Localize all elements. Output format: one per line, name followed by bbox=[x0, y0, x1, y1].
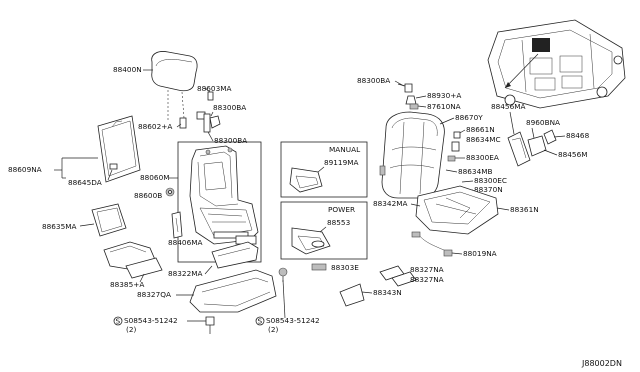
label-88635MA: 88635MA bbox=[42, 222, 77, 231]
label-bolt-right-qty: (2) bbox=[268, 325, 278, 334]
label-88468: 88468 bbox=[566, 131, 590, 140]
label-88603MA: 88603MA bbox=[197, 84, 232, 93]
small-clips-upper-right bbox=[397, 83, 419, 110]
label-88300EC: 88300EC bbox=[474, 176, 507, 185]
label-88661N: 88661N bbox=[466, 125, 495, 134]
label-88019NA: 88019NA bbox=[463, 249, 497, 258]
bolt-part-left bbox=[205, 316, 215, 334]
svg-text:S: S bbox=[258, 317, 263, 326]
svg-text:S: S bbox=[116, 317, 121, 326]
clip-88300EA bbox=[447, 155, 465, 162]
label-88600B: 88600B bbox=[134, 191, 162, 200]
seat-cushion bbox=[415, 185, 499, 235]
manual-label: MANUAL bbox=[329, 145, 361, 154]
selected-seat-marker bbox=[532, 38, 550, 52]
power-lumbar-support bbox=[291, 226, 331, 255]
label-88300BA-right: 88300BA bbox=[357, 76, 390, 85]
label-88406MA: 88406MA bbox=[168, 238, 203, 247]
label-88456MA: 88456MA bbox=[491, 102, 526, 111]
label-88303E: 88303E bbox=[331, 263, 359, 272]
seat-back-cushion bbox=[379, 111, 445, 199]
armrest-trim bbox=[507, 129, 557, 167]
label-88670Y: 88670Y bbox=[455, 113, 483, 122]
trim-88322MA bbox=[211, 241, 259, 269]
vehicle-locator-inset bbox=[487, 19, 626, 109]
bolt-icon-right: S bbox=[255, 317, 265, 326]
connector-88303E bbox=[311, 263, 327, 271]
clip-88600B bbox=[165, 187, 175, 197]
headrest bbox=[151, 51, 198, 120]
seat-back-board bbox=[97, 115, 141, 183]
label-8960BNA: 8960BNA bbox=[526, 118, 560, 127]
label-88300EA: 88300EA bbox=[466, 153, 499, 162]
label-87610NA: 87610NA bbox=[427, 102, 461, 111]
label-88322MA: 88322MA bbox=[168, 269, 203, 278]
label-88400N: 88400N bbox=[113, 65, 142, 74]
manual-inset-box bbox=[280, 141, 368, 198]
power-label: POWER bbox=[328, 205, 355, 214]
label-88342MA: 88342MA bbox=[373, 199, 408, 208]
label-88634MB: 88634MB bbox=[458, 167, 493, 176]
label-88327QA: 88327QA bbox=[137, 290, 171, 299]
bolt-icon-left: S bbox=[113, 317, 123, 326]
label-88553: 88553 bbox=[327, 218, 351, 227]
label-89119MA: 89119MA bbox=[324, 158, 359, 167]
label-bolt-left-qty: (2) bbox=[126, 325, 136, 334]
label-88327NA-a: 88327NA bbox=[410, 265, 444, 274]
harness-88019NA bbox=[411, 231, 453, 257]
bracket-88406MA bbox=[171, 211, 183, 239]
finisher-88327QA bbox=[189, 269, 277, 313]
label-88930A: 88930+A bbox=[427, 91, 461, 100]
covers-88327NA bbox=[379, 265, 417, 287]
headrest-guide-parts bbox=[179, 87, 221, 133]
label-88300BA-mid: 88300BA bbox=[214, 136, 247, 145]
label-88609NA: 88609NA bbox=[8, 165, 42, 174]
screw-88303E bbox=[278, 267, 288, 282]
cover-88385A bbox=[103, 241, 163, 279]
power-inset-box bbox=[280, 201, 368, 260]
label-88327NA-b: 88327NA bbox=[410, 275, 444, 284]
label-88385A: 88385+A bbox=[110, 280, 144, 289]
label-88602A: 88602+A bbox=[138, 122, 172, 131]
diagram-reference-code: J88002DN bbox=[581, 359, 622, 368]
seat-frame bbox=[189, 145, 259, 245]
label-88343N: 88343N bbox=[373, 288, 402, 297]
label-bolt-left: S08543-51242 bbox=[124, 316, 178, 325]
cover-88343N bbox=[339, 283, 365, 307]
label-88634MC: 88634MC bbox=[466, 135, 501, 144]
label-88456M: 88456M bbox=[558, 150, 588, 159]
label-88060M: 88060M bbox=[140, 173, 170, 182]
clips-88661N-88634MC bbox=[451, 131, 461, 152]
manual-lumbar-support bbox=[289, 166, 325, 193]
label-bolt-right: S08543-51242 bbox=[266, 316, 320, 325]
label-88645DA: 88645DA bbox=[68, 178, 102, 187]
label-88361N: 88361N bbox=[510, 205, 539, 214]
label-88370N: 88370N bbox=[474, 185, 503, 194]
label-88300BA-upper: 88300BA bbox=[213, 103, 246, 112]
back-panel-88635MA bbox=[91, 203, 127, 237]
